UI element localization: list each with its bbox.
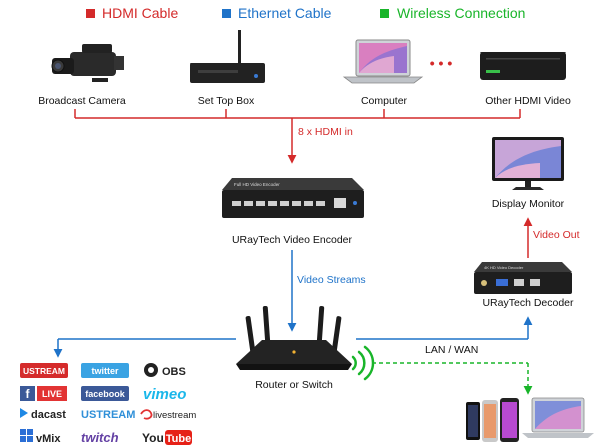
monitor-icon — [492, 137, 564, 190]
legend-label-wireless: Wireless Connection — [397, 5, 525, 21]
hdmi-in-label: 8 x HDMI in — [298, 126, 353, 138]
router-label: Router or Switch — [255, 379, 333, 391]
laptop-icon — [342, 39, 424, 84]
decoder-label: URayTech Decoder — [482, 297, 574, 309]
media-player-icon — [480, 52, 566, 80]
platform-logo-livestream: livestream — [140, 409, 196, 421]
legend-item-ethernet: Ethernet Cable — [222, 5, 332, 21]
platform-logo-vmix: vMix — [20, 429, 61, 445]
platform-logo-facebook-live: f LIVE — [20, 386, 67, 401]
platform-logo-vimeo: vimeo — [143, 386, 186, 403]
encoder-label: URayTech Video Encoder — [232, 234, 353, 246]
platform-logo-twitter: twitter — [81, 363, 129, 378]
video-decoder-device: 4K HD Video Decoder — [474, 262, 572, 294]
video-encoder-device: Full HD Video Encoder — [222, 178, 364, 218]
source-label-other-hdmi: Other HDMI Video — [485, 95, 571, 107]
router-icon — [236, 305, 352, 370]
legend-swatch-ethernet — [222, 9, 231, 18]
svg-text:twitter: twitter — [92, 366, 119, 376]
svg-text:twitch: twitch — [81, 430, 119, 445]
ethernet-to-platforms — [53, 338, 236, 358]
wireless-link — [372, 362, 533, 395]
legend-label-ethernet: Ethernet Cable — [238, 5, 332, 21]
camera-icon — [51, 44, 124, 82]
monitor-label: Display Monitor — [492, 198, 565, 210]
svg-text:You: You — [142, 431, 164, 445]
source-label-computer: Computer — [361, 95, 408, 107]
set-top-box-icon — [190, 30, 265, 83]
legend-swatch-wireless — [380, 9, 389, 18]
legend-item-hdmi: HDMI Cable — [86, 5, 178, 21]
decoder-device-text: 4K HD Video Decoder — [484, 265, 524, 270]
svg-text:LIVE: LIVE — [42, 389, 62, 399]
platform-logo-obs: OBS — [144, 363, 186, 378]
video-streams-label: Video Streams — [297, 274, 366, 286]
legend-label-hdmi: HDMI Cable — [102, 5, 178, 21]
legend-swatch-hdmi — [86, 9, 95, 18]
legend-item-wireless: Wireless Connection — [380, 5, 525, 21]
platform-logo-dacast: dacast — [20, 408, 66, 421]
platform-logo-facebook: facebook — [81, 386, 129, 401]
svg-text:USTREAM: USTREAM — [81, 409, 135, 421]
svg-text:OBS: OBS — [162, 366, 186, 378]
svg-text:vMix: vMix — [36, 433, 61, 445]
svg-text:Tube: Tube — [166, 433, 191, 445]
video-out-label: Video Out — [533, 229, 580, 241]
svg-text:dacast: dacast — [31, 409, 66, 421]
legend: HDMI Cable Ethernet Cable Wireless Conne… — [86, 5, 525, 21]
hdmi-bus — [74, 109, 521, 164]
wifi-icon — [351, 345, 375, 381]
ethernet-to-decoder — [356, 316, 533, 340]
client-devices-icon — [466, 397, 594, 442]
svg-text:f: f — [26, 387, 31, 401]
source-label-camera: Broadcast Camera — [38, 95, 126, 107]
source-label-set-top-box: Set Top Box — [198, 95, 255, 107]
svg-text:livestream: livestream — [153, 410, 196, 421]
lan-wan-label: LAN / WAN — [425, 344, 478, 356]
platform-logo-ustream-blue: USTREAM — [81, 409, 135, 421]
encoder-device-text: Full HD Video Encoder — [234, 182, 280, 187]
streaming-platforms: USTREAM twitter OBS f LIVE facebook vime… — [20, 363, 196, 445]
svg-text:facebook: facebook — [85, 389, 126, 399]
platform-logo-twitch: twitch — [81, 430, 119, 445]
platform-logo-youtube: You Tube — [142, 430, 192, 445]
svg-text:vimeo: vimeo — [143, 386, 186, 403]
platform-logo-ustream: USTREAM — [20, 363, 68, 378]
svg-text:USTREAM: USTREAM — [23, 366, 65, 376]
more-sources-ellipsis: • • • — [430, 55, 453, 71]
